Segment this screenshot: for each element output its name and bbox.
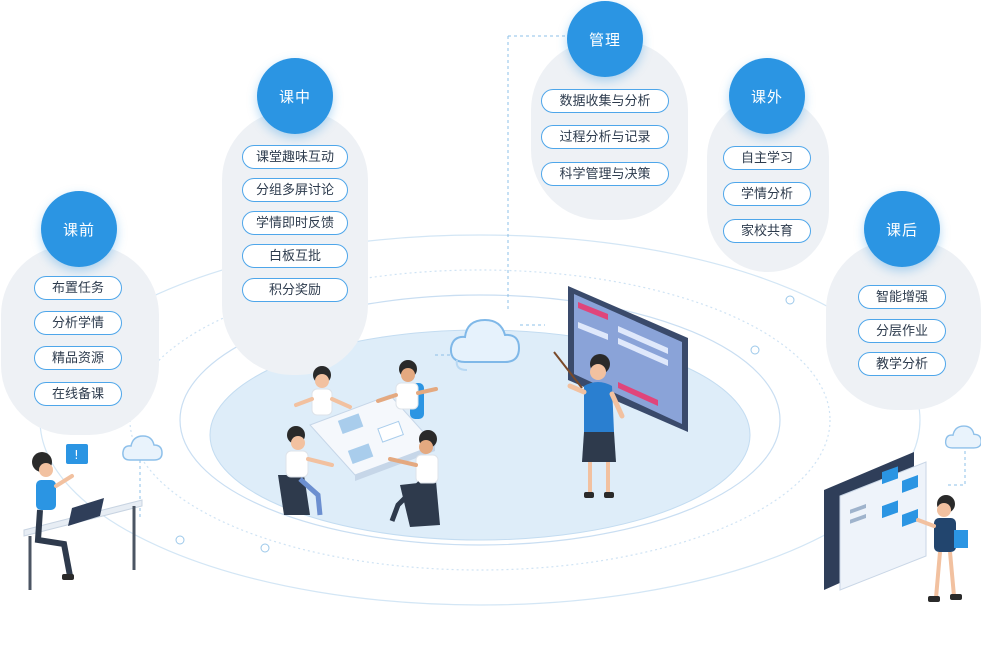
stage-circle-after: 课后 [864, 191, 940, 267]
item-outside-3: 家校共育 [723, 219, 811, 243]
teacher-illustration [553, 286, 688, 498]
student-group-illustration [278, 360, 440, 527]
item-manage-2: 过程分析与记录 [541, 125, 669, 149]
inner-ring [179, 294, 781, 546]
item-after-1: 智能增强 [858, 285, 946, 309]
item-after-2: 分层作业 [858, 319, 946, 343]
stage-circle-outside: 课外 [729, 58, 805, 134]
item-before-1: 布置任务 [34, 276, 122, 300]
item-during-4: 白板互批 [242, 244, 348, 268]
svg-text:!: ! [74, 448, 79, 462]
cloud-icon [449, 318, 521, 371]
cloud-icon [122, 435, 163, 461]
stage-circle-manage: 管理 [567, 1, 643, 77]
laptop-student-illustration: ! [23, 444, 143, 590]
cloud-icon [944, 425, 981, 449]
item-during-2: 分组多屏讨论 [242, 178, 348, 202]
stage-circle-before: 课前 [41, 191, 117, 267]
item-before-2: 分析学情 [34, 311, 122, 335]
item-outside-1: 自主学习 [723, 146, 811, 170]
item-after-3: 教学分析 [858, 352, 946, 376]
item-during-3: 学情即时反馈 [242, 211, 348, 235]
item-manage-1: 数据收集与分析 [541, 89, 669, 113]
item-manage-3: 科学管理与决策 [541, 162, 669, 186]
file-board-illustration [824, 452, 968, 602]
item-outside-2: 学情分析 [723, 182, 811, 206]
item-before-3: 精品资源 [34, 346, 122, 370]
item-during-5: 积分奖励 [242, 278, 348, 302]
item-during-1: 课堂趣味互动 [242, 145, 348, 169]
item-before-4: 在线备课 [34, 382, 122, 406]
stage-circle-during: 课中 [257, 58, 333, 134]
